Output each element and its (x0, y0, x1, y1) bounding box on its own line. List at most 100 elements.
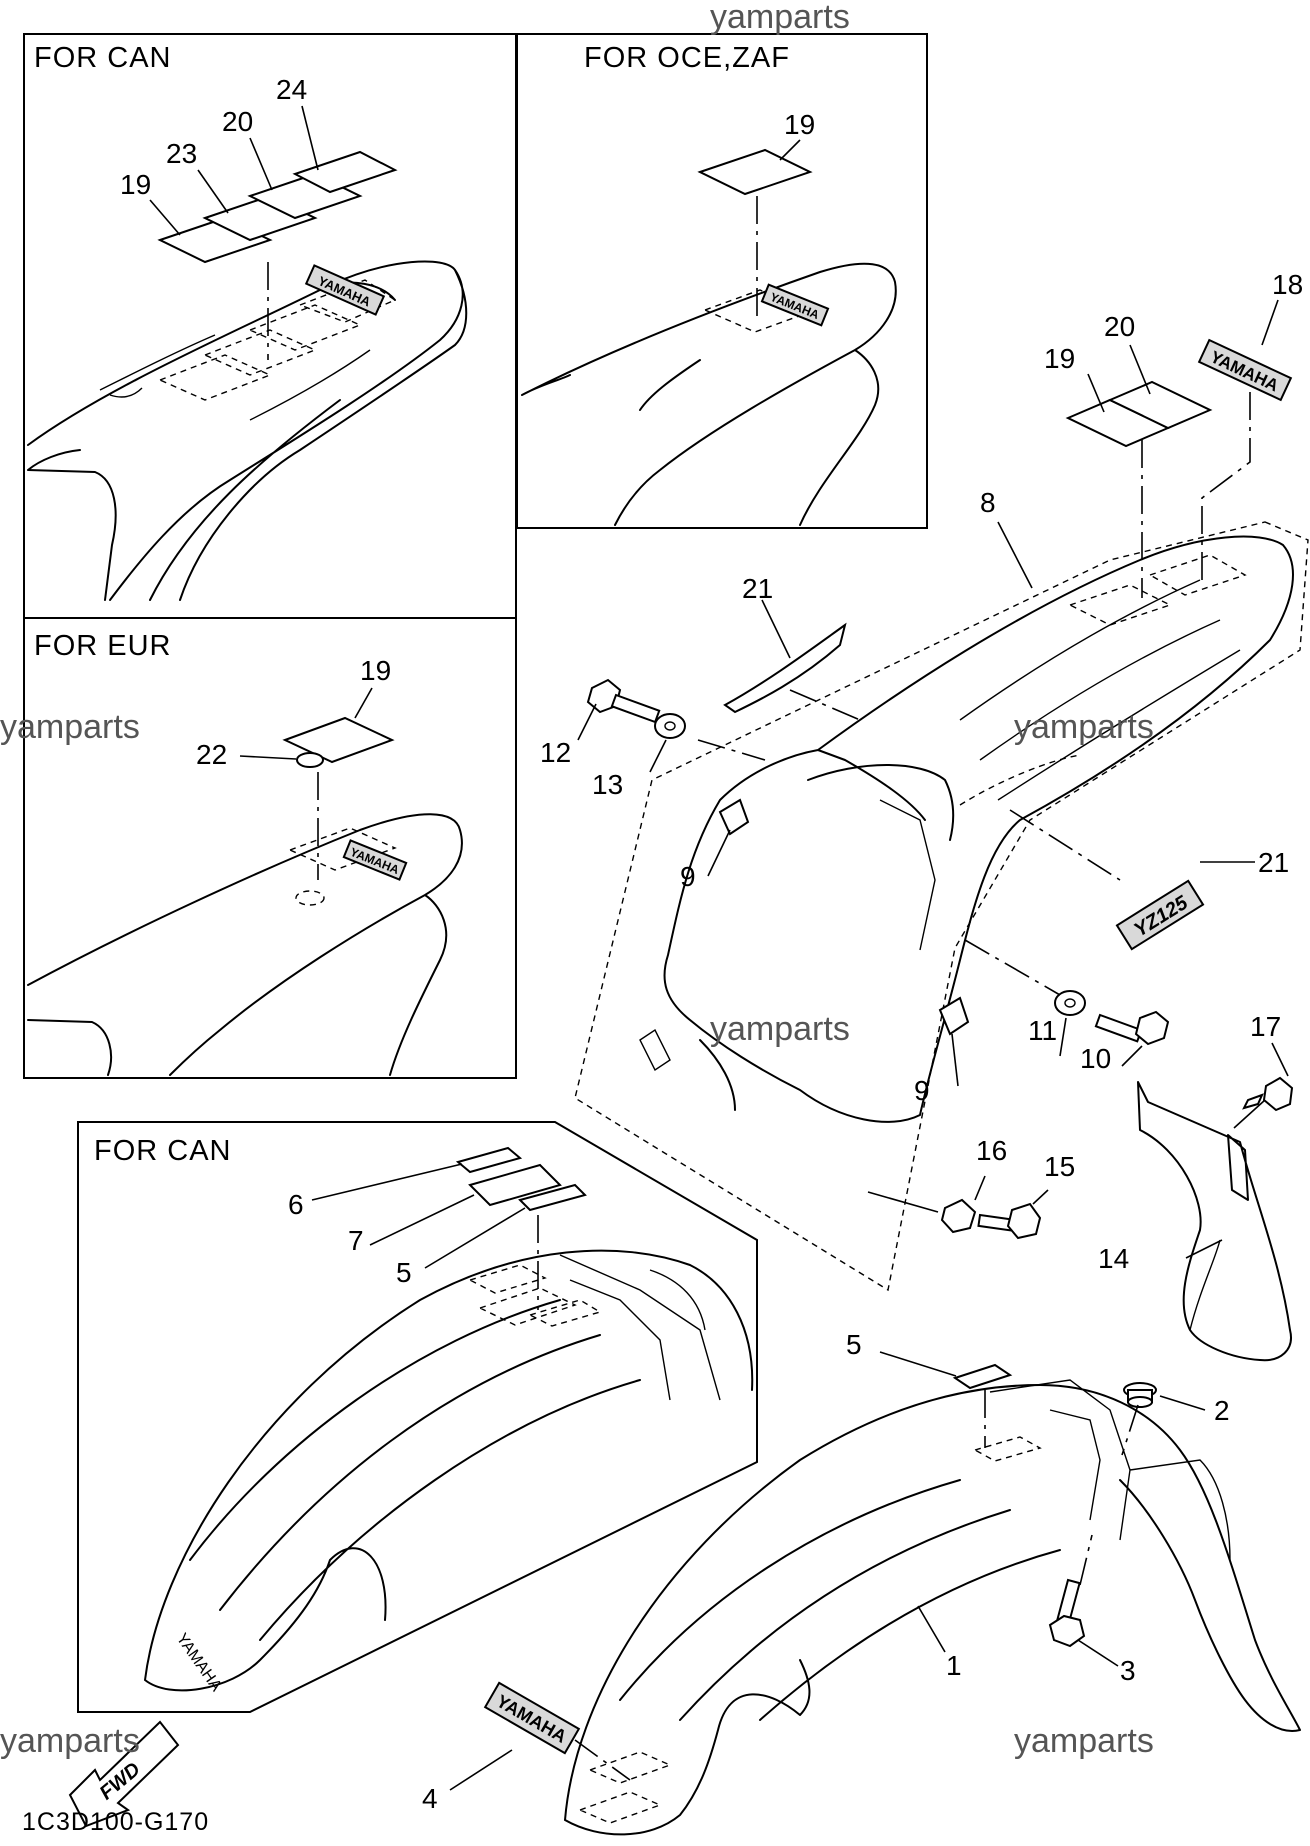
sticker-outline (288, 827, 397, 871)
panel-title: FOR OCE,ZAF (584, 42, 790, 74)
sticker-outline (468, 1264, 602, 1327)
callout-21: 21 (742, 573, 773, 604)
assembly-boundary (574, 521, 1309, 1292)
callout-21-b: 21 (1258, 847, 1289, 878)
sticker-outline (959, 554, 1247, 806)
watermark: yamparts (710, 1010, 850, 1048)
panel-title: FOR CAN (94, 1135, 232, 1167)
bolt-15 (977, 1202, 1042, 1240)
yamaha-decal-text: YAMAHA (173, 1630, 225, 1694)
decal-21-left (723, 622, 847, 714)
callout-14: 14 (1098, 1243, 1129, 1274)
seat-outline (27, 260, 468, 601)
fender-mount (559, 1254, 721, 1401)
diagram-code: 1C3D100-G170 (22, 1808, 209, 1836)
panel-oce-zaf-seat: FOR OCE,ZAF YAMAHA 19 (516, 33, 928, 529)
yamaha-logo-faint: YAMAHA (173, 1630, 225, 1694)
decal-18-yamaha: YAMAHA (1197, 338, 1293, 402)
assembly-line (1201, 392, 1251, 585)
panel-frame (516, 33, 928, 529)
callout-9: 9 (680, 861, 696, 892)
rear-fender (663, 535, 1294, 1123)
panel-can-fender: FOR CAN YAMAHA 6 7 5 (77, 1121, 758, 1713)
panel-title: FOR CAN (34, 42, 172, 74)
decal-4-yamaha: YAMAHA (483, 1681, 581, 1755)
callout-9-b: 9 (914, 1075, 930, 1106)
assembly-line (697, 739, 766, 761)
assembly-line (789, 689, 861, 721)
callout-4: 4 (422, 1783, 438, 1814)
assembly-line (964, 939, 1061, 996)
watermark: yamparts (0, 1722, 140, 1760)
clip-nut-9-b (938, 996, 970, 1036)
grommet-2 (1123, 1382, 1157, 1408)
callout-6: 6 (288, 1189, 304, 1220)
seat-outline (27, 813, 463, 1076)
washer-13 (654, 713, 686, 739)
sticker-20-main (1107, 380, 1213, 430)
front-fender (564, 1384, 1301, 1836)
assembly-line (574, 1739, 631, 1781)
sticker-7 (468, 1163, 562, 1207)
assembly-line (1009, 809, 1121, 881)
callout-8: 8 (980, 487, 996, 518)
watermark: yamparts (710, 0, 850, 36)
callout-19: 19 (360, 655, 391, 686)
watermark: yamparts (1014, 708, 1154, 746)
yamaha-logo-faint: YAMAHA (760, 283, 830, 327)
sticker-5-main (952, 1363, 1013, 1390)
sticker-outline (578, 1436, 1042, 1824)
callout-18: 18 (1272, 269, 1303, 300)
callout-19: 19 (120, 169, 151, 200)
callout-1: 1 (946, 1650, 962, 1681)
panel-can-seat: FOR CAN YAMAHA 19 23 20 24 (23, 33, 517, 619)
fender-mount (989, 1379, 1231, 1561)
bolt-12 (586, 678, 661, 724)
nut-16 (940, 1198, 977, 1234)
front-fender-assembly: YAMAHA (449, 1351, 1301, 1836)
callout-20: 20 (222, 106, 253, 137)
callout-3: 3 (1120, 1655, 1136, 1686)
callout-13: 13 (592, 769, 623, 800)
washer-11 (1054, 990, 1086, 1016)
panel-frame (23, 33, 517, 619)
callout-11: 11 (1028, 1015, 1057, 1046)
bolt-3 (1048, 1578, 1086, 1648)
panel-eur-seat: FOR EUR YAMAHA 19 22 (23, 617, 517, 1079)
seat-outline (521, 262, 897, 526)
screw-17 (1242, 1076, 1294, 1112)
panel-frame (77, 1121, 758, 1713)
callout-22: 22 (196, 739, 227, 770)
assembly-line (1121, 1404, 1139, 1456)
assembly-line (1079, 1534, 1093, 1586)
panel-frame (23, 617, 517, 1079)
watermark: yamparts (1014, 1722, 1154, 1760)
sticker-22-outline (295, 890, 325, 906)
clip-nut-9 (718, 798, 750, 836)
sticker-19 (697, 148, 813, 196)
callout-19: 19 (1044, 343, 1075, 374)
decal-21-right: YZ125 (1115, 879, 1205, 951)
callout-15: 15 (1044, 1151, 1075, 1182)
mud-flap-14 (1137, 1081, 1292, 1362)
sticker-6 (455, 1146, 523, 1174)
sticker-5 (518, 1183, 587, 1212)
callout-7: 7 (348, 1225, 364, 1256)
callout-20: 20 (1104, 311, 1135, 342)
seat-edge (99, 334, 371, 421)
callout-23: 23 (166, 138, 197, 169)
yamaha-logo-faint: YAMAHA (342, 839, 408, 881)
callout-16: 16 (976, 1135, 1007, 1166)
fender-outline (144, 1249, 754, 1692)
callout-2: 2 (1214, 1395, 1230, 1426)
callout-17: 17 (1250, 1011, 1281, 1042)
rear-fender-assembly: YZ125 YAMAHA (574, 299, 1309, 1362)
watermark: yamparts (0, 708, 140, 746)
callout-24: 24 (276, 74, 307, 105)
callout-10: 10 (1080, 1043, 1111, 1074)
rear-fender-rib (639, 579, 1241, 1072)
callout-5: 5 (396, 1257, 412, 1288)
callout-5: 5 (846, 1329, 862, 1360)
callout-12: 12 (540, 737, 571, 768)
